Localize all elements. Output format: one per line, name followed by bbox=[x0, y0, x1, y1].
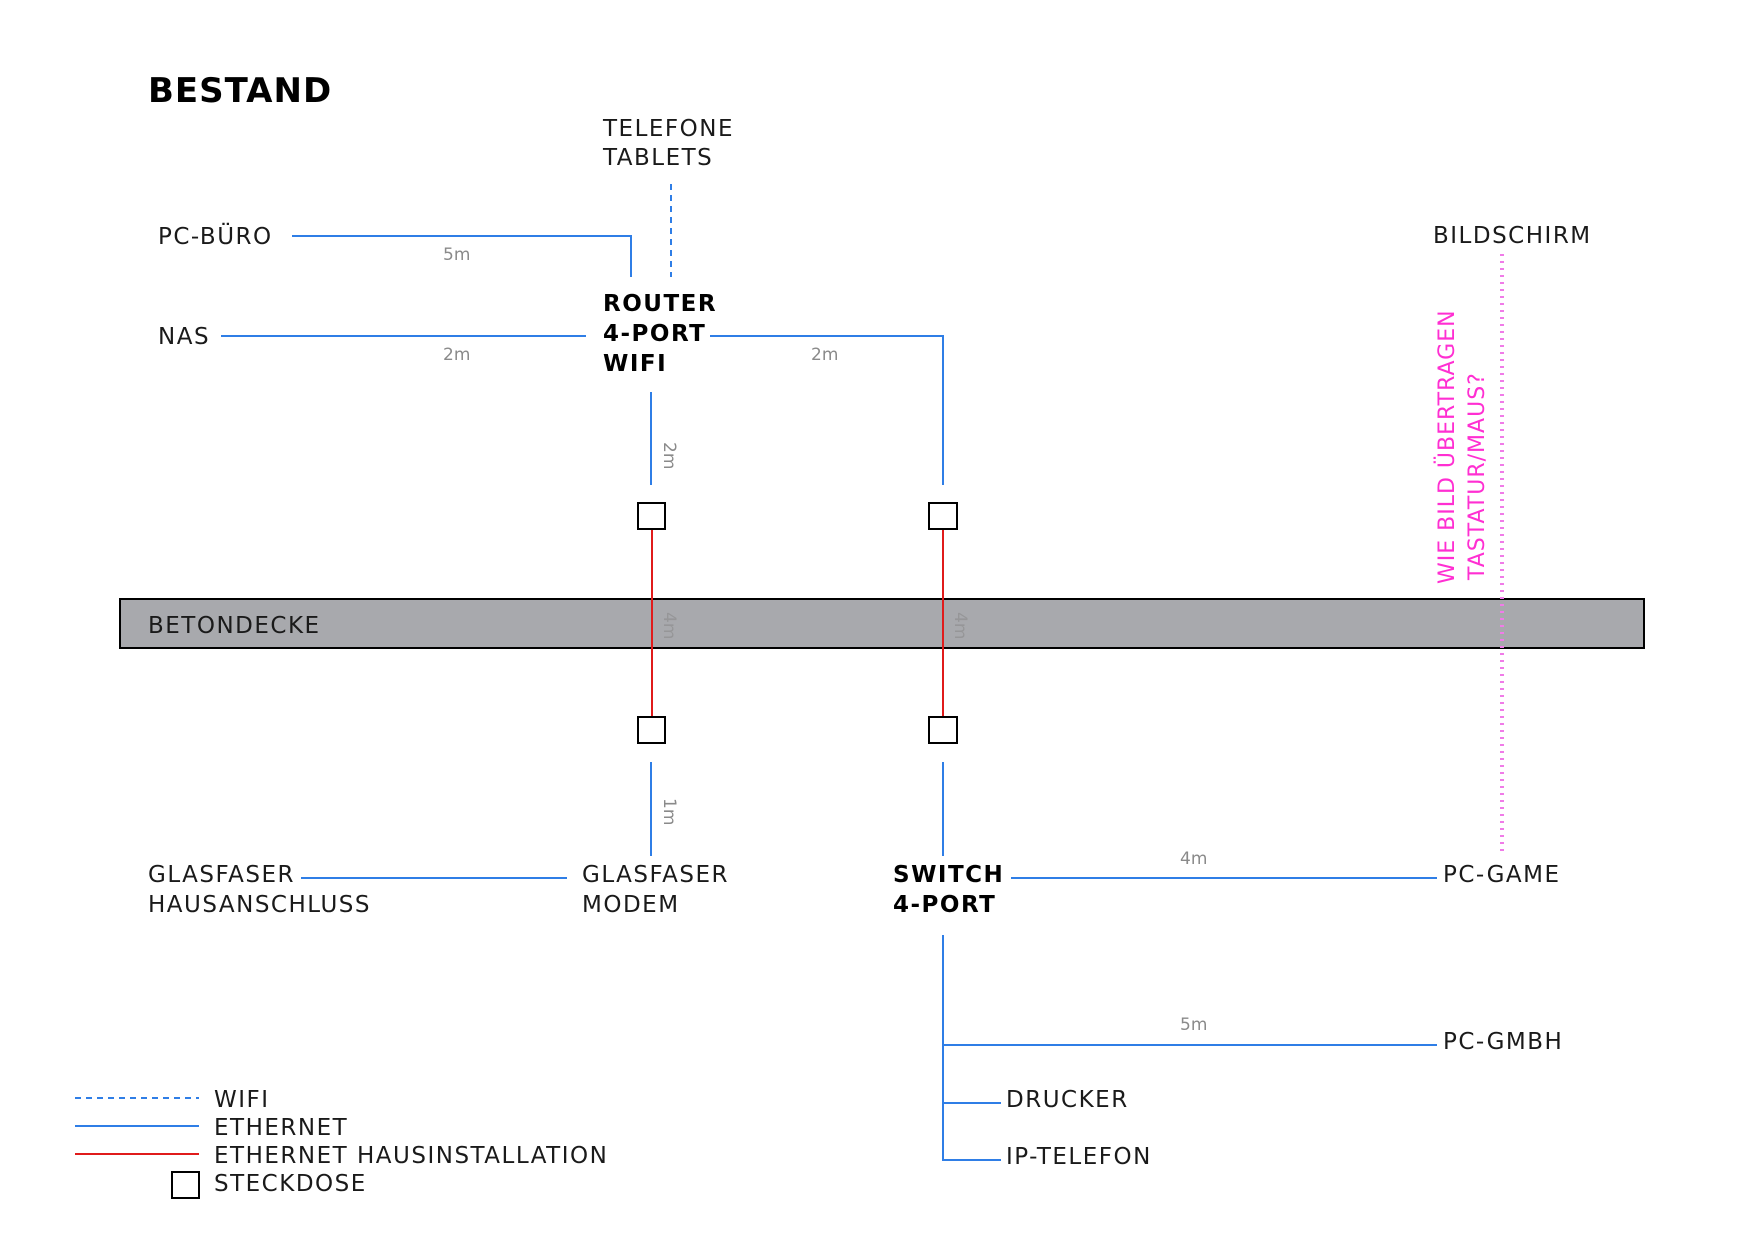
length-pc-gmbh: 5m bbox=[1180, 1015, 1207, 1035]
page-title: BESTAND bbox=[148, 71, 332, 111]
length-modem: 1m bbox=[659, 798, 679, 825]
note-line-2: TASTATUR/MAUS? bbox=[1465, 372, 1490, 581]
label-drucker: DRUCKER bbox=[1006, 1087, 1129, 1113]
socket-lower-left bbox=[637, 716, 666, 744]
label-switch-1: SWITCH bbox=[893, 862, 1004, 888]
socket-upper-left bbox=[637, 502, 666, 530]
length-nas: 2m bbox=[443, 345, 470, 365]
label-ip-telefon: IP-TELEFON bbox=[1006, 1144, 1152, 1170]
socket-upper-right bbox=[928, 502, 958, 530]
label-glasfaser-ha-1: GLASFASER bbox=[148, 862, 295, 888]
length-floor-right: 4m bbox=[950, 612, 970, 639]
label-bildschirm: BILDSCHIRM bbox=[1433, 223, 1592, 249]
length-floor-left: 4m bbox=[659, 612, 679, 639]
length-pc-game: 4m bbox=[1180, 849, 1207, 869]
label-modem-2: MODEM bbox=[582, 892, 680, 918]
legend-socket-icon bbox=[171, 1171, 200, 1199]
link-router-switch-upper bbox=[710, 335, 944, 485]
concrete-slab bbox=[119, 598, 1645, 649]
label-modem-1: GLASFASER bbox=[582, 862, 729, 888]
length-pc-buero: 5m bbox=[443, 245, 470, 265]
label-tablets: TABLETS bbox=[602, 145, 713, 171]
slab-label: BETONDECKE bbox=[148, 613, 321, 639]
label-pc-game: PC-GAME bbox=[1443, 862, 1561, 888]
length-router-switch: 2m bbox=[811, 345, 838, 365]
label-router-3: WIFI bbox=[603, 351, 667, 377]
label-pc-gmbh: PC-GMBH bbox=[1443, 1029, 1563, 1055]
label-telefone: TELEFONE bbox=[602, 116, 734, 142]
length-router-down: 2m bbox=[659, 442, 679, 469]
label-router-1: ROUTER bbox=[603, 291, 717, 317]
label-pc-buero: PC-BÜRO bbox=[158, 222, 273, 250]
note-line-1: WIE BILD ÜBERTRAGEN bbox=[1434, 309, 1460, 584]
link-pc-buero bbox=[292, 235, 632, 277]
socket-lower-right bbox=[928, 716, 958, 744]
label-nas: NAS bbox=[158, 324, 210, 350]
legend-socket-label: STECKDOSE bbox=[214, 1171, 367, 1197]
label-router-2: 4-PORT bbox=[603, 321, 706, 347]
legend: WIFI ETHERNET ETHERNET HAUSINSTALLATION … bbox=[75, 1087, 608, 1199]
legend-wifi-label: WIFI bbox=[214, 1087, 270, 1113]
label-switch-2: 4-PORT bbox=[893, 892, 996, 918]
label-glasfaser-ha-2: HAUSANSCHLUSS bbox=[148, 892, 371, 918]
legend-ethernet-label: ETHERNET bbox=[214, 1115, 348, 1141]
legend-house-label: ETHERNET HAUSINSTALLATION bbox=[214, 1143, 608, 1169]
